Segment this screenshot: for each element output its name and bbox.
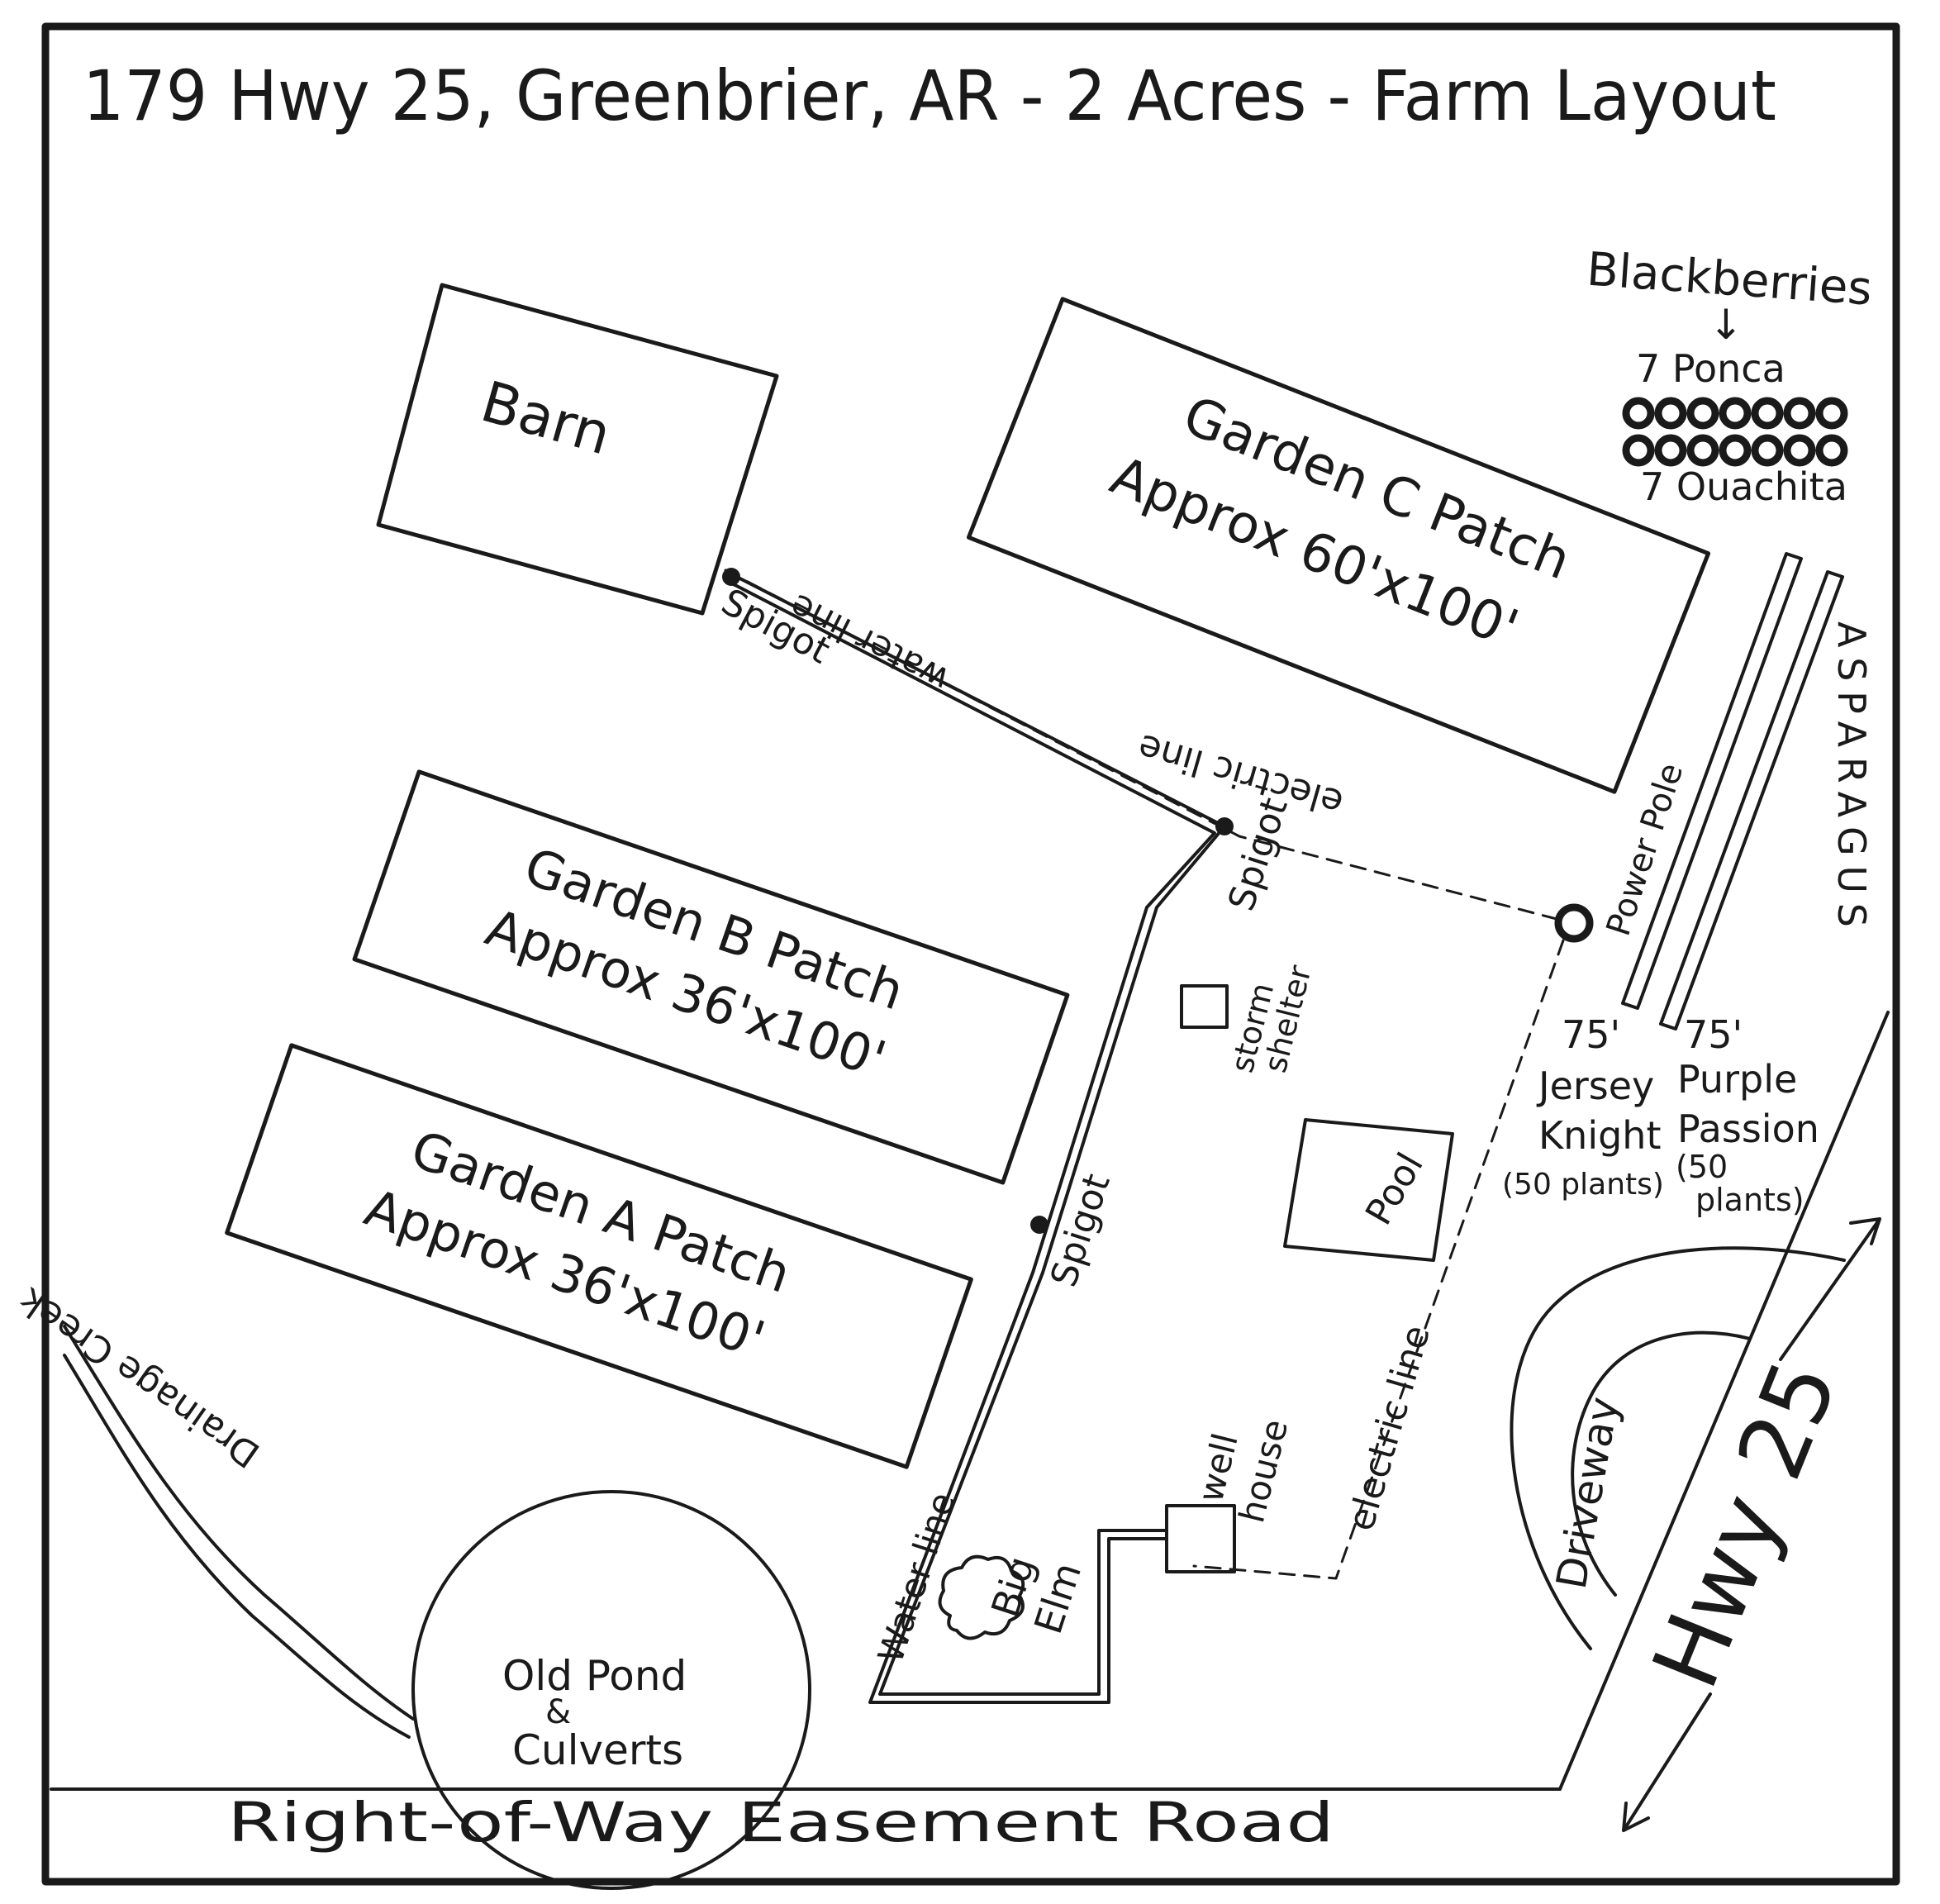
purple-passion-count-1: (50 (1676, 1149, 1728, 1185)
ponca-bush (1783, 397, 1816, 430)
purple-passion-name-1: Purple (1677, 1057, 1797, 1102)
spigot-garden-a-label: Spigot (1043, 1169, 1119, 1292)
pool: Pool (1283, 1118, 1454, 1262)
old-pond-label-3: Culverts (512, 1726, 683, 1774)
hwy-25: Hwy 25 (1622, 1217, 1881, 1832)
jersey-knight-name-2: Knight (1538, 1113, 1662, 1158)
electric-line-label-2: electric line (1340, 1321, 1439, 1535)
purple-passion-length: 75' (1684, 1012, 1743, 1057)
hwy-label: Hwy 25 (1632, 1346, 1857, 1702)
ouachita-bush (1686, 434, 1719, 467)
spigot-barn (722, 568, 740, 586)
spigot-middle (1215, 817, 1234, 835)
ouachita-label: 7 Ouachita (1640, 464, 1847, 509)
ponca-bush (1815, 397, 1848, 430)
hwy-arrow-up-icon (1779, 1217, 1881, 1361)
road-label: Right-of-Way Easement Road (227, 1791, 1334, 1854)
ponca-label: 7 Ponca (1636, 346, 1785, 391)
tree-icon (938, 1554, 1025, 1640)
map-frame (41, 22, 1900, 1886)
garden-a-patch: Garden A Patch Approx 36'x100' (225, 1043, 973, 1469)
purple-passion-count-2: plants) (1695, 1182, 1804, 1218)
spigot-middle-label: Spigot (1220, 793, 1296, 916)
asparagus-varieties: 75' Jersey Knight (50 plants) 75' Purple… (1502, 1012, 1819, 1218)
blackberries: Blackberries ↓ 7 Ponca 7 Ouachita (1585, 243, 1873, 509)
garden-c-patch: Garden C Patch Approx 60'x100' (966, 297, 1711, 794)
barn-label: Barn (474, 369, 618, 469)
water-line-label-1: Water line (870, 1488, 963, 1668)
ouachita-bush (1719, 434, 1752, 467)
old-pond-label-1: Old Pond (502, 1652, 687, 1700)
ouachita-bush (1783, 434, 1816, 467)
blackberries-arrow-icon: ↓ (1709, 301, 1743, 349)
garden-b-patch: Garden B Patch Approx 36'x100' (352, 769, 1070, 1185)
ponca-bush (1622, 397, 1655, 430)
ouachita-bush (1751, 434, 1784, 467)
hwy-arrow-down-icon (1622, 1692, 1712, 1832)
barn: Barn (376, 283, 779, 616)
jersey-knight-name-1: Jersey (1536, 1064, 1654, 1108)
property-boundary (1558, 1011, 1890, 1791)
driveway-label: Driveway (1548, 1393, 1629, 1592)
big-elm: Big Elm (938, 1551, 1090, 1640)
blackberry-row-ponca (1622, 397, 1848, 430)
drainage-creek: Drainage Creek (12, 1278, 415, 1739)
easement-road: Right-of-Way Easement Road (50, 1787, 1562, 1854)
ponca-bush (1654, 397, 1687, 430)
asparagus-rows: ASPARAGUS (1621, 552, 1874, 1031)
well-house: well house (1165, 1416, 1296, 1573)
ponca-bush (1686, 397, 1719, 430)
old-pond: Old Pond & Culverts (411, 1490, 811, 1890)
spigot-garden-a (1030, 1216, 1048, 1234)
ponca-bush (1719, 397, 1752, 430)
jersey-knight-count: (50 plants) (1502, 1168, 1664, 1202)
storm-shelter: storm shelter (1180, 961, 1319, 1076)
purple-passion-name-2: Passion (1677, 1107, 1819, 1151)
ponca-bush (1751, 397, 1784, 430)
well-house-label-2: house (1231, 1416, 1296, 1527)
pool-label: Pool (1358, 1146, 1432, 1232)
map-title: 179 Hwy 25, Greenbrier, AR - 2 Acres - F… (83, 55, 1776, 136)
ouachita-bush (1815, 434, 1848, 467)
blackberry-row-ouachita (1622, 434, 1848, 467)
old-pond-label-2: & (545, 1693, 571, 1731)
ouachita-bush (1654, 434, 1687, 467)
asparagus-label: ASPARAGUS (1829, 621, 1874, 927)
ouachita-bush (1622, 434, 1655, 467)
jersey-knight-length: 75' (1562, 1012, 1620, 1057)
